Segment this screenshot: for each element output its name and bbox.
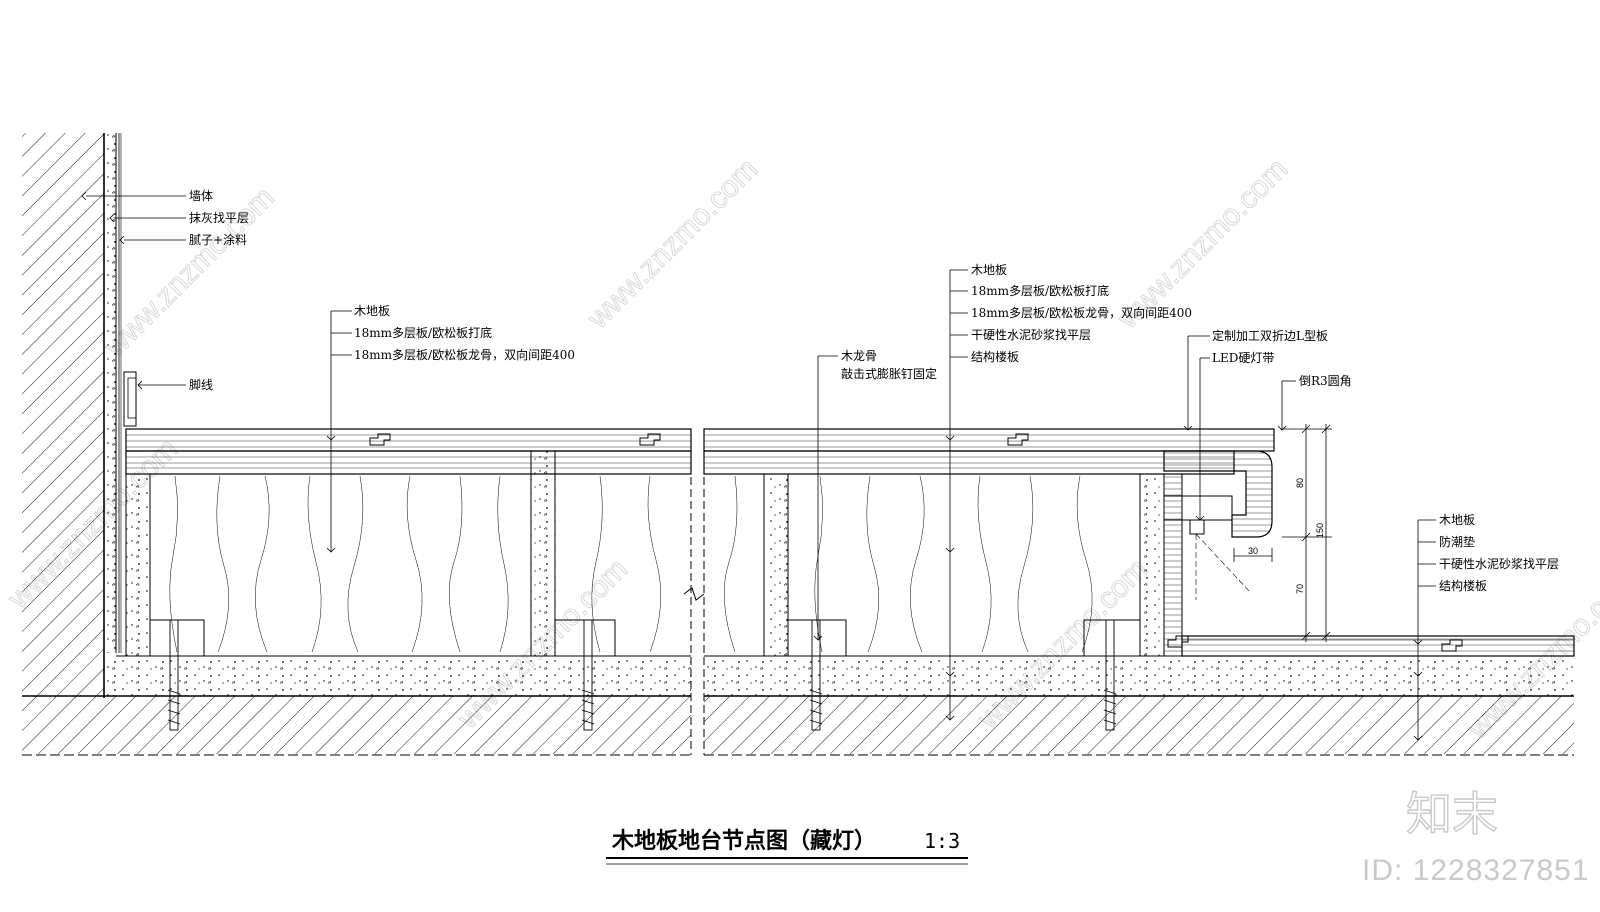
- label-wall: 墙体: [189, 189, 213, 203]
- label-floor-b: 木地板: [971, 263, 1007, 277]
- label-pad-c: 防潮垫: [1439, 534, 1475, 549]
- dim-70: 70: [1295, 584, 1305, 594]
- label-keel-fix: 敲击式膨胀钉固定: [841, 366, 937, 381]
- dim-80: 80: [1295, 478, 1305, 488]
- label-slab-b: 结构楼板: [971, 349, 1019, 364]
- labels: 墙体 抹灰找平层 腻子+涂料 脚线 木地板 18mm多层板/欧松板打底 18mm…: [189, 189, 1559, 593]
- dim-30: 30: [1248, 546, 1258, 556]
- label-base18-b: 18mm多层板/欧松板打底: [971, 283, 1109, 298]
- raised-floor-right: [703, 428, 1575, 756]
- label-chamfer: 倒R3圆角: [1299, 374, 1352, 388]
- label-skirting: 脚线: [189, 377, 213, 392]
- label-plaster: 抹灰找平层: [189, 211, 249, 225]
- label-keel: 木龙骨: [841, 349, 877, 363]
- dimensions: [1233, 424, 1332, 642]
- label-base18-a: 18mm多层板/欧松板打底: [354, 325, 492, 340]
- label-joist18-a: 18mm多层板/欧松板龙骨，双向间距400: [354, 347, 575, 362]
- drawing-scale: 1:3: [924, 829, 960, 853]
- image-id: ID: 1228327851: [1362, 854, 1590, 887]
- label-floor-c: 木地板: [1439, 513, 1475, 527]
- wall-section: [22, 133, 137, 698]
- label-mortar-b: 干硬性水泥砂浆找平层: [971, 327, 1091, 342]
- drawing-title-block: 木地板地台节点图（藏灯） 1:3: [606, 828, 968, 865]
- watermark-text: www.znzmo.com: [98, 181, 281, 364]
- brand-logo: 知末: [1406, 787, 1498, 841]
- label-floor-a: 木地板: [354, 304, 390, 318]
- label-lplate: 定制加工双折边L型板: [1212, 328, 1328, 343]
- label-putty: 腻子+涂料: [189, 232, 247, 247]
- drawing-title: 木地板地台节点图（藏灯）: [611, 828, 876, 854]
- label-slab-c: 结构楼板: [1439, 578, 1487, 593]
- label-joist18-b: 18mm多层板/欧松板龙骨，双向间距400: [971, 305, 1192, 320]
- dim-150: 150: [1315, 523, 1325, 538]
- label-mortar-c: 干硬性水泥砂浆找平层: [1439, 556, 1559, 571]
- raised-floor-left: [22, 428, 692, 756]
- label-led: LED硬灯带: [1212, 351, 1274, 365]
- brand-watermark: 知末 ID: 1228327851: [1362, 786, 1590, 887]
- leaders: [81, 191, 1436, 741]
- watermark-text: www.znzmo.com: [581, 152, 764, 335]
